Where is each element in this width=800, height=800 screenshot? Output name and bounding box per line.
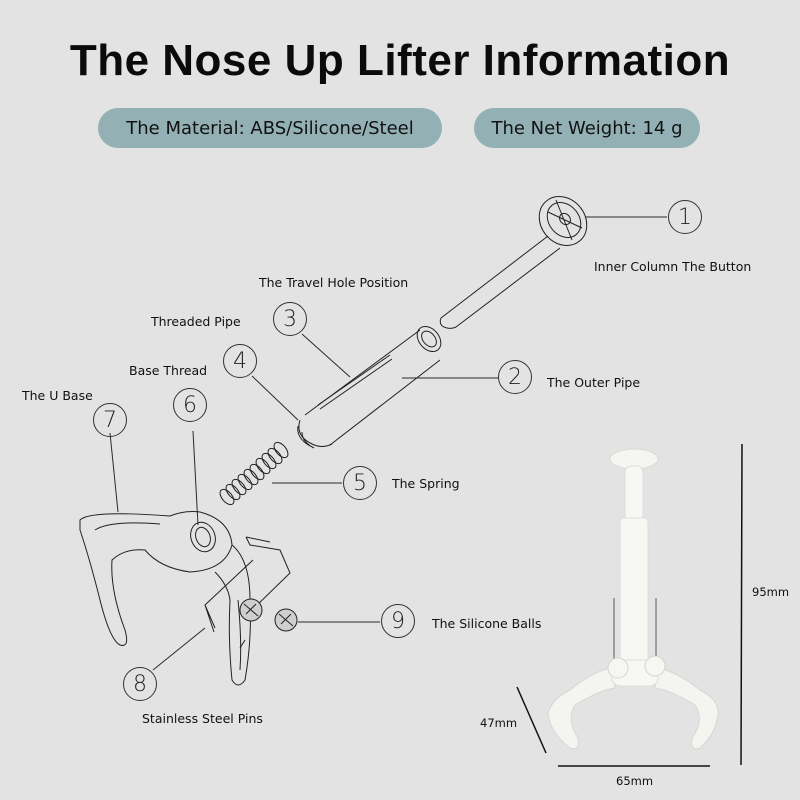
callout-4: 4 [223,344,257,378]
leader-line-3 [301,333,351,378]
leader-line-7 [109,432,119,513]
leader-line-6 [192,430,199,526]
dimension-lines [516,443,743,767]
callout-6: 6 [173,388,207,422]
weight-badge: The Net Weight: 14 g [474,108,700,148]
callout-3: 3 [273,302,307,336]
steel-pins [204,536,291,649]
label-threaded-pipe: Threaded Pipe [151,314,241,329]
assembled-product [547,448,719,750]
height-dimension-line [740,443,743,766]
label-base-thread: Base Thread [129,363,208,378]
callout-9: 9 [381,604,415,638]
label-steel-pins: Stainless Steel Pins [142,711,263,726]
spring [219,441,289,506]
width-dimension-label: 65mm [616,774,654,788]
material-badge: The Material: ABS/Silicone/Steel [98,108,442,148]
label-outer-pipe: The Outer Pipe [547,375,641,390]
silicone-balls [239,598,298,632]
callout-7: 7 [93,403,127,437]
label-u-base: The U Base [22,388,93,403]
callout-2: 2 [498,360,532,394]
depth-dimension-line [516,686,547,754]
label-spring: The Spring [392,476,460,491]
u-base [79,511,251,686]
label-inner-column-button: Inner Column The Button [594,259,752,274]
label-travel-hole-position: The Travel Hole Position [259,275,409,290]
depth-dimension-label: 47mm [480,716,518,730]
callout-8: 8 [123,667,157,701]
leader-line-8 [152,627,206,671]
callout-5: 5 [343,466,377,500]
height-dimension-label: 95mm [752,585,790,599]
page-title: The Nose Up Lifter Information [69,36,731,85]
leader-line-4 [251,375,299,421]
callout-1: 1 [668,200,702,234]
outer-pipe [297,325,442,449]
inner-column-button [439,196,588,329]
label-silicone-balls: The Silicone Balls [432,616,542,631]
